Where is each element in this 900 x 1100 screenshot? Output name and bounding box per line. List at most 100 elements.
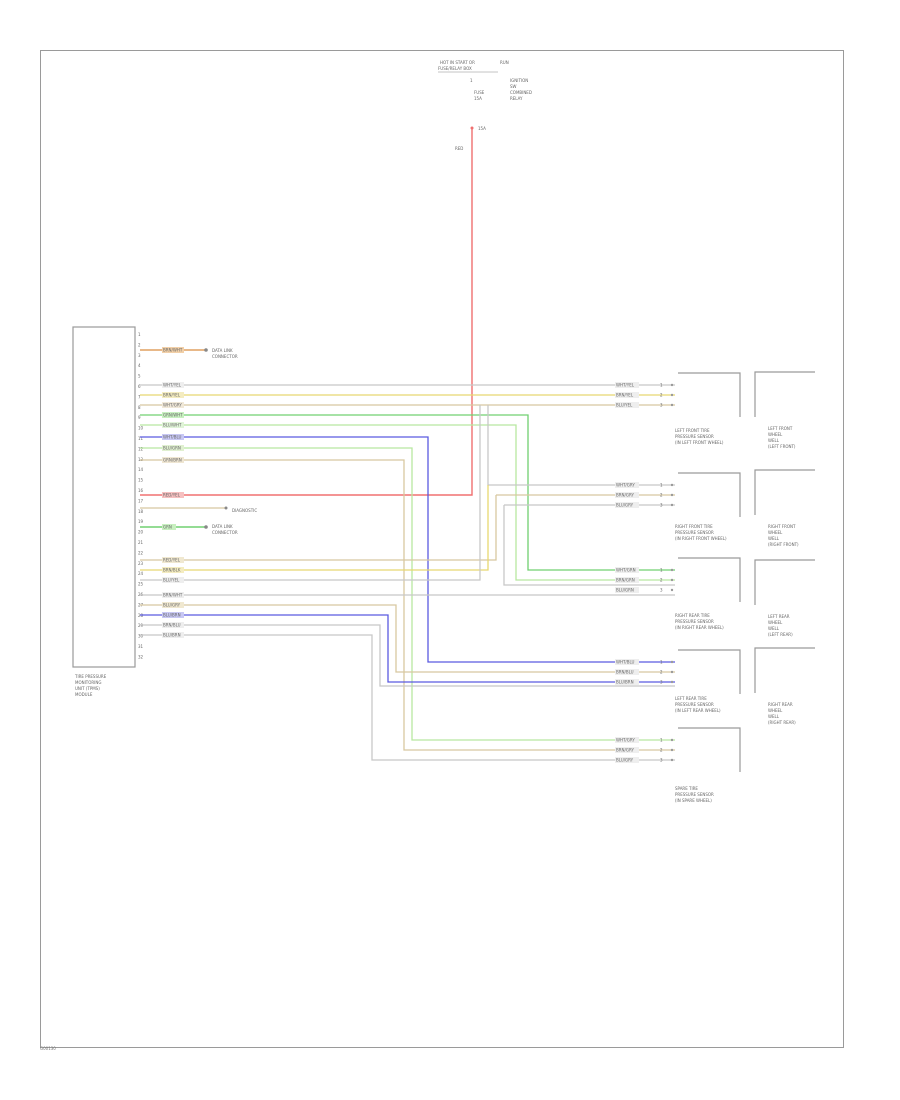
diagram-frame	[40, 50, 844, 1048]
sensor-pin-3-2: 3	[660, 680, 663, 685]
wheel-box-label-3-0: RIGHT REAR	[768, 702, 793, 707]
sensor-pin-1-2: 3	[660, 503, 663, 508]
sensor-wire-tag-1-2	[615, 502, 639, 508]
lw-5-tag	[162, 422, 184, 428]
lw-3-label: WHT/GRY	[163, 403, 182, 408]
wheel-box-label-3-2: WELL	[768, 714, 780, 719]
signal-wires: WHT/YELBRN/YELWHT/GRYGRN/WHTBLU/WHTWHT/B…	[140, 382, 675, 761]
module-pin-15: 15	[138, 478, 144, 483]
brown-wire-end	[204, 348, 208, 352]
tan-wire-end	[224, 506, 228, 510]
sensor-wire-tag-3-2	[615, 679, 639, 685]
lw-16-tag	[162, 632, 184, 638]
module-pin-30: 30	[138, 634, 144, 639]
wire-rr-1	[140, 414, 675, 571]
wire-lo-2	[140, 485, 489, 571]
lw-12-tag	[162, 592, 184, 598]
green-wire-note: DATA LINK	[212, 524, 233, 529]
wire-sp-1	[140, 447, 675, 741]
lw-15-label: BRN/BLU	[163, 623, 181, 628]
sensor-pin-4-1: 2	[660, 748, 663, 753]
lw-14-tag	[162, 612, 184, 618]
module-pin-8: 8	[138, 405, 141, 410]
module-pin-9: 9	[138, 415, 141, 420]
lw-7-label: BLU/GRN	[163, 446, 181, 451]
sensor-wire-tag-3-1	[615, 669, 639, 675]
wire-lr-1	[140, 436, 675, 663]
wire-sp-2	[140, 459, 675, 751]
wheel-box-label-1-3: (RIGHT FRONT)	[768, 542, 799, 547]
module-pin-23: 23	[138, 561, 144, 566]
sensor-terminal-0-0	[670, 383, 674, 387]
lw-8-label: GRN/BRN	[163, 458, 182, 463]
sensor-name-2-0: RIGHT REAR TIRE	[675, 613, 710, 618]
sensor-name-4-0: SPARE TIRE	[675, 786, 698, 791]
lw-5-label: BLU/WHT	[163, 423, 182, 428]
header-note-4: RELAY	[510, 96, 523, 101]
sensor-name-0-0: LEFT FRONT TIRE	[675, 428, 710, 433]
watermark: G00130	[40, 1046, 56, 1051]
green-wire-label: GRN	[163, 525, 172, 530]
wheel-box-label-0-3: (LEFT FRONT)	[768, 444, 796, 449]
module-pin-25: 25	[138, 582, 144, 587]
module-pin-32: 32	[138, 654, 144, 659]
module-pin-3: 3	[138, 353, 141, 358]
sensor-wire-label-4-1: BRN/GRY	[616, 748, 634, 753]
lw-4-label: GRN/WHT	[163, 413, 183, 418]
sensor-bracket-3	[678, 649, 741, 694]
wheel-box-label-2-3: (LEFT REAR)	[768, 632, 793, 637]
wheel-box-label-1-0: RIGHT FRONT	[768, 524, 796, 529]
header-line1: HOT IN START OR	[440, 60, 475, 65]
sensor-name-3-0: LEFT REAR TIRE	[675, 696, 707, 701]
lw-14-label: BLU/BRN	[163, 613, 181, 618]
module-pin-24: 24	[138, 571, 144, 576]
sensor-wire-tag-4-0	[615, 737, 639, 743]
sensor-pin-1-0: 1	[660, 483, 663, 488]
sensor-bracket-2	[678, 557, 741, 602]
sensor-terminal-3-2	[670, 680, 674, 684]
header-pin: 1	[470, 78, 473, 83]
lw-16-label: BLU/BRN	[163, 633, 181, 638]
lw-8-tag	[162, 457, 184, 463]
module-pin-29: 29	[138, 623, 144, 628]
red-wire-tag	[162, 492, 184, 498]
brown-wire-note: DATA LINK	[212, 348, 233, 353]
module-title-2: MONITORING	[75, 680, 101, 685]
sensor-terminal-1-2	[670, 503, 674, 507]
wheel-box-label-0-0: LEFT FRONT	[768, 426, 793, 431]
lw-11-tag	[162, 577, 184, 583]
lw-3-tag	[162, 402, 184, 408]
wheel-box-label-3-1: WHEEL	[768, 708, 783, 713]
module-pin-2: 2	[138, 342, 141, 347]
sensor-terminal-2-2	[670, 588, 674, 592]
wire-lo-5	[140, 604, 675, 673]
lw-10-label: BRN/BLK	[163, 568, 181, 573]
brown-wire-tag	[162, 347, 184, 353]
wire-lo-7	[140, 624, 675, 687]
lw-9-label: RED/YEL	[163, 558, 181, 563]
red-power-wire	[140, 128, 473, 496]
sensor-wire-tag-2-2	[615, 587, 639, 593]
header-note-1: IGNITION	[510, 78, 528, 83]
lw-6-tag	[162, 434, 184, 440]
wheel-box-label-2-1: WHEEL	[768, 620, 783, 625]
module-pin-5: 5	[138, 374, 141, 379]
module-pin-21: 21	[138, 540, 144, 545]
sensor-wire-label-1-1: BRN/GRY	[616, 493, 634, 498]
sensor-terminal-2-1	[670, 578, 674, 582]
wheel-box-0	[754, 371, 815, 417]
sensor-terminal-2-0	[670, 568, 674, 572]
wire-lo-3	[140, 405, 481, 581]
sensor-name-2-2: (IN RIGHT REAR WHEEL)	[675, 625, 724, 630]
green-wire-note2: CONNECTOR	[212, 530, 238, 535]
module-pin-14: 14	[138, 467, 144, 472]
wire-lo-1	[140, 495, 497, 561]
sensor-pin-4-2: 3	[660, 758, 663, 763]
sensor-pin-0-1: 2	[660, 393, 663, 398]
module-pin-1: 1	[138, 332, 141, 337]
sensor-wire-label-4-2: BLU/GRY	[616, 758, 634, 763]
tan-wire-note: DIAGNOSTIC	[232, 508, 257, 513]
module-pin-31: 31	[138, 644, 144, 649]
header-note-2: SW	[510, 84, 517, 89]
